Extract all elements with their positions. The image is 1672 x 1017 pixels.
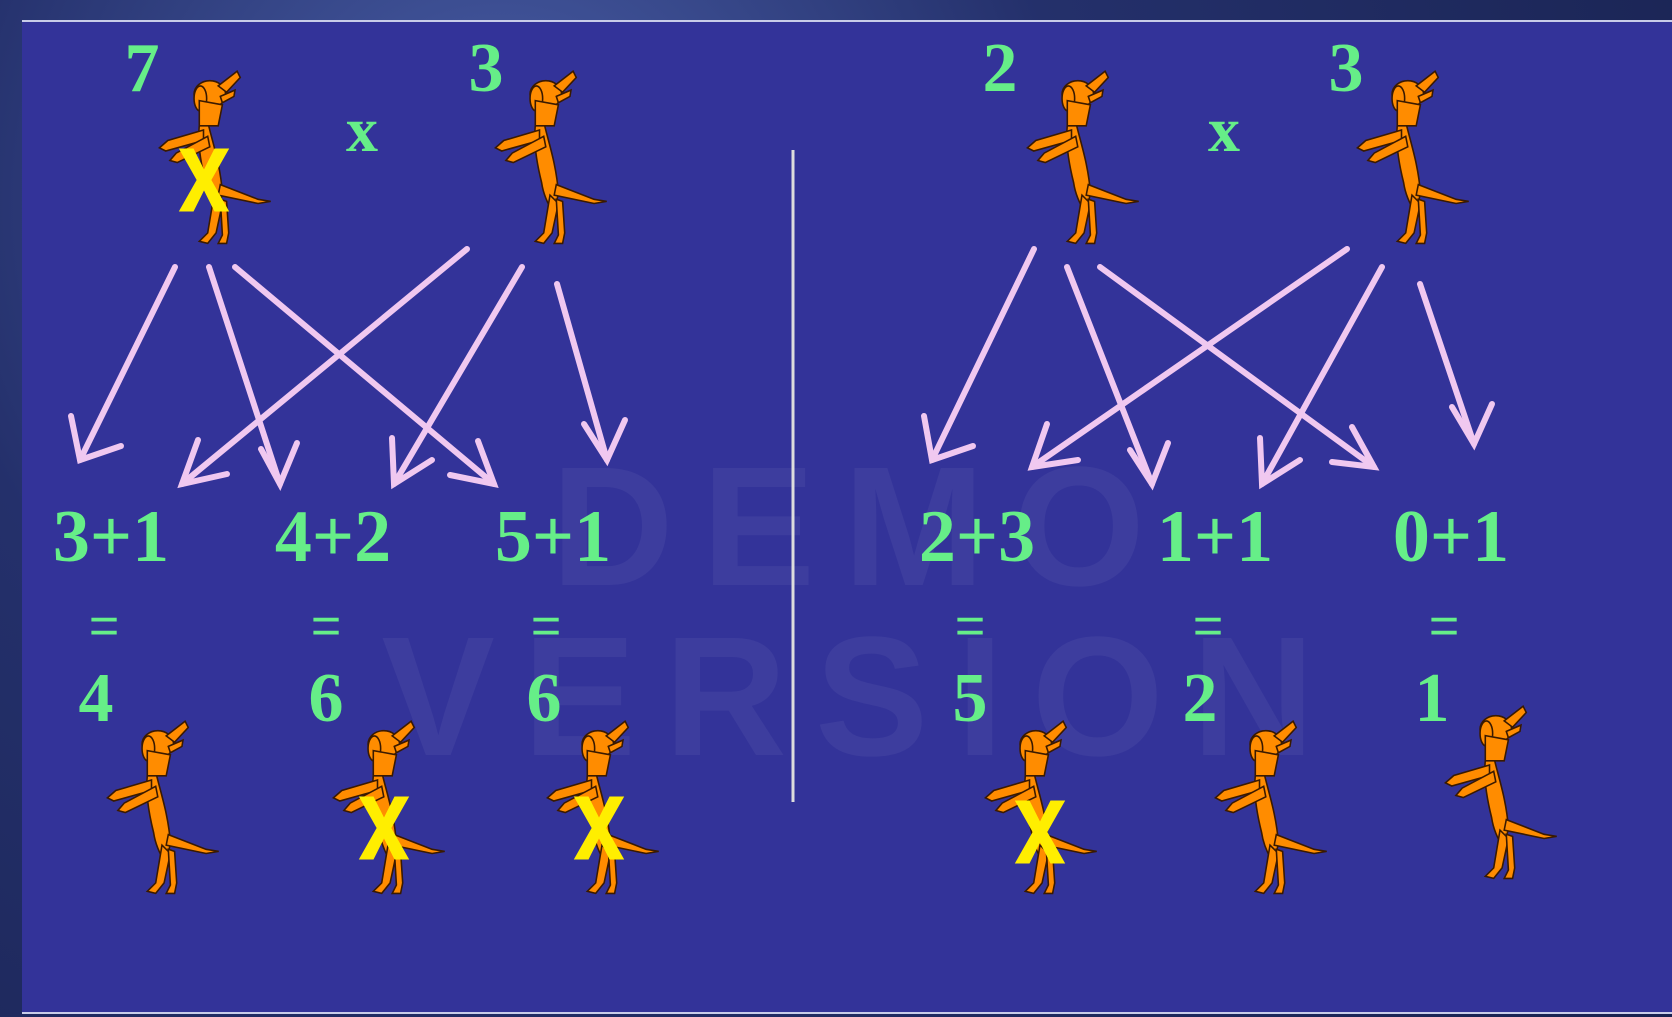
arrow (68, 264, 178, 464)
parent-label: 2 (982, 30, 1018, 107)
equals-sign: = (88, 597, 120, 655)
arrow (389, 264, 525, 490)
offspring-dog-2-icon (332, 720, 446, 895)
equals-sign: = (530, 597, 562, 655)
offspring-dog-4-icon (984, 720, 1098, 895)
result-label: 2 (1182, 660, 1218, 737)
watermark: DEMO VERSION (381, 432, 1343, 792)
offspring-dog-5-icon (1214, 720, 1328, 895)
equals-sign: = (1428, 597, 1460, 655)
arrow (921, 246, 1037, 464)
arrow (1064, 264, 1171, 491)
allele-sum: 5+1 (494, 496, 612, 578)
allele-sum: 2+3 (918, 496, 1036, 578)
equals-sign: = (954, 597, 986, 655)
arrow (232, 264, 499, 489)
right-arrows (921, 246, 1495, 491)
allele-sum: 1+1 (1156, 496, 1274, 578)
parent-label: 3 (468, 30, 504, 107)
allele-sum: 0+1 (1392, 496, 1510, 578)
result-label: 6 (526, 660, 562, 737)
arrow (1097, 264, 1380, 471)
allele-sum: 4+2 (274, 496, 392, 578)
arrow (206, 264, 300, 491)
arrow (1257, 264, 1385, 490)
result-label: 6 (308, 660, 344, 737)
left-arrows (68, 246, 628, 491)
slide: DEMO VERSION (22, 20, 1672, 1014)
offspring-dog-3-icon (546, 720, 660, 895)
equals-sign: = (310, 597, 342, 655)
parent-label: 7 (124, 30, 160, 107)
arrow (177, 246, 470, 489)
diagram-canvas (68, 70, 1558, 895)
result-label: 1 (1414, 660, 1450, 737)
cross-operator: x (346, 94, 378, 165)
cross-operator: x (1208, 94, 1240, 165)
equals-sign: = (1192, 597, 1224, 655)
offspring-dog-1-icon (106, 720, 220, 895)
result-label: 5 (952, 660, 988, 737)
arrow (554, 281, 628, 467)
parent-label: 3 (1328, 30, 1364, 107)
allele-sum: 3+1 (52, 496, 170, 578)
arrow (1417, 281, 1495, 451)
result-label: 4 (78, 660, 114, 737)
arrow (1027, 246, 1350, 471)
